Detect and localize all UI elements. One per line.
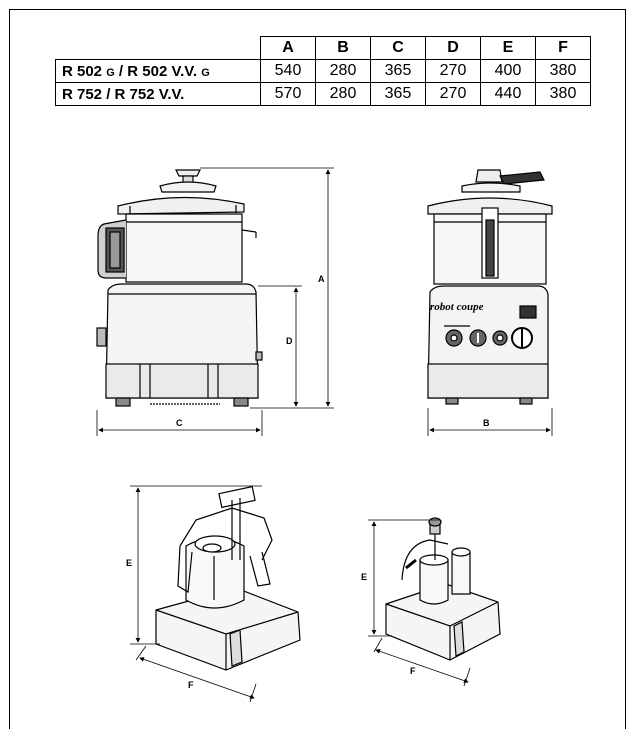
table-cell: 540 xyxy=(260,59,316,83)
model-suffix-2: G xyxy=(201,66,210,79)
dimension-label-b: B xyxy=(483,418,490,428)
table-cell: 380 xyxy=(535,82,591,106)
dimension-label-e-small: E xyxy=(361,572,367,582)
column-header-b: B xyxy=(315,36,371,60)
model-name-r752: R 752 / R 752 V.V. xyxy=(55,82,261,106)
dimension-label-d: D xyxy=(286,336,293,346)
table-cell: 280 xyxy=(315,82,371,106)
table-cell: 270 xyxy=(425,59,481,83)
vegetable-prep-large-dimensions xyxy=(130,485,262,703)
vegetable-prep-small-drawing xyxy=(385,517,501,661)
side-view-dimensions xyxy=(96,167,334,436)
table-cell: 280 xyxy=(315,59,371,83)
dimension-label-c: C xyxy=(176,418,183,428)
dimension-label-e-large: E xyxy=(126,558,132,568)
model-suffix: G xyxy=(106,66,115,79)
table-cell: 440 xyxy=(480,82,536,106)
brand-logo-text: robot coupe xyxy=(430,301,484,313)
vegetable-prep-large-drawing xyxy=(155,485,301,671)
page-border xyxy=(9,9,626,729)
front-view-dimensions xyxy=(427,408,553,436)
table-cell: 365 xyxy=(370,59,426,83)
front-view-drawing xyxy=(427,169,553,405)
dimension-label-a: A xyxy=(318,274,325,284)
table-cell: 270 xyxy=(425,82,481,106)
model-text: R 752 / R 752 V.V. xyxy=(62,85,185,103)
dimension-label-f-large: F xyxy=(188,680,194,690)
side-view-drawing xyxy=(96,169,263,407)
model-name-r502: R 502 G / R 502 V.V. G xyxy=(55,59,261,83)
table-cell: 380 xyxy=(535,59,591,83)
vegetable-prep-small-dimensions xyxy=(368,519,471,687)
dimension-label-f-small: F xyxy=(410,666,416,676)
dimensions-table: A B C D E F R 502 G / R 502 V.V. G 540 2… xyxy=(55,36,591,106)
table-row: R 752 / R 752 V.V. 570 280 365 270 440 3… xyxy=(55,82,591,106)
model-text-mid: / R 502 V.V. xyxy=(114,62,202,80)
table-row: R 502 G / R 502 V.V. G 540 280 365 270 4… xyxy=(55,59,591,83)
table-cell: 365 xyxy=(370,82,426,106)
column-header-f: F xyxy=(535,36,591,60)
table-cell: 570 xyxy=(260,82,316,106)
model-text: R 502 xyxy=(62,62,107,80)
